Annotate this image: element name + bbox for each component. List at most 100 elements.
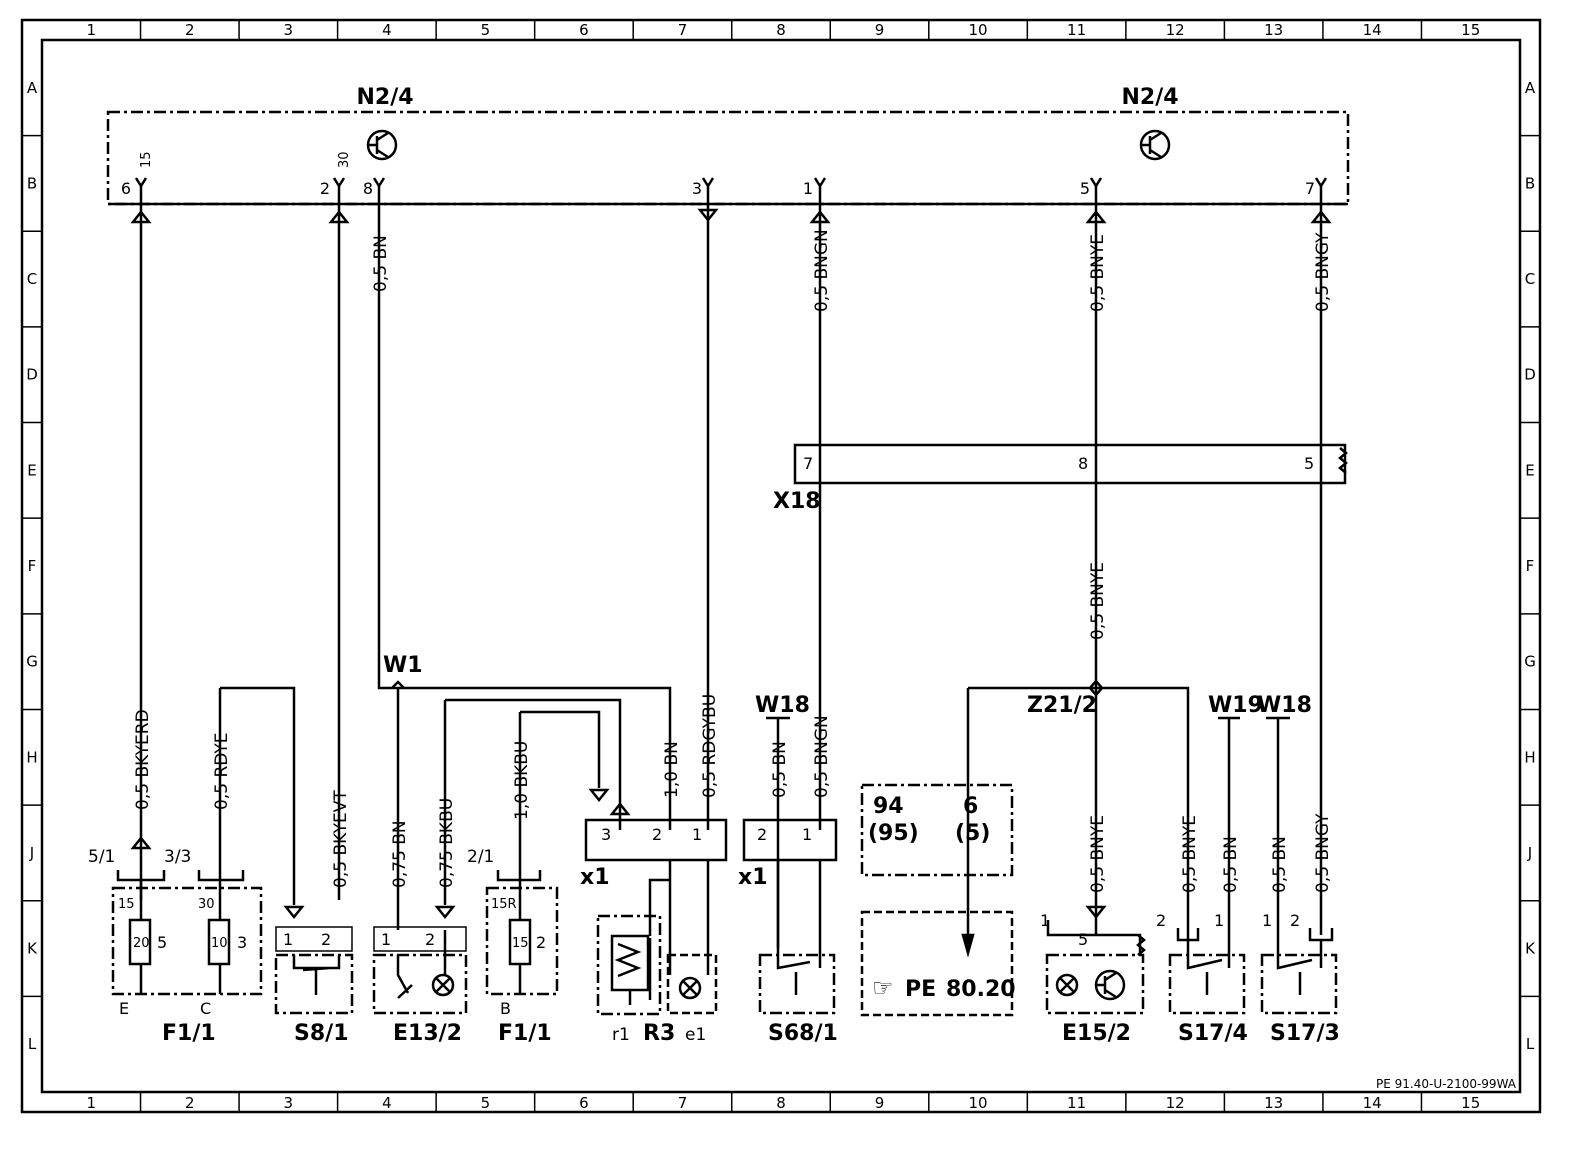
pe-ref-prefix: PE xyxy=(905,977,936,1002)
transistor-icon xyxy=(1094,969,1126,1001)
fuse-pin: 3 xyxy=(237,933,247,952)
grid-reference-marks: 1122334455667788991010111112121313141415… xyxy=(22,20,1540,1112)
component-label-f1-1: F1/1 xyxy=(498,1021,552,1046)
grid-label: 3 xyxy=(284,21,294,39)
wire-label: 0,5 BNGN xyxy=(812,715,832,798)
splice-w18: W18 xyxy=(1257,693,1312,718)
lamp-unit-e15-2 xyxy=(1045,953,1145,1015)
module-pin: 1 xyxy=(803,179,813,198)
grid-label: 10 xyxy=(969,21,988,39)
grid-label: G xyxy=(26,653,38,671)
pin-number: 2 xyxy=(1156,911,1166,930)
splice-w19: W19 xyxy=(1208,693,1263,718)
fuse-box-f1-1 xyxy=(111,886,263,996)
pin-ref: 5/1 xyxy=(88,847,115,867)
fuse-terminal: 15 xyxy=(118,897,135,912)
break-icon xyxy=(1338,447,1348,474)
module-pin: 7 xyxy=(1305,179,1315,198)
wire-label: 0,5 BKYEVT xyxy=(331,790,351,888)
wire-label: 0,5 BN xyxy=(371,235,391,292)
module-pin: 8 xyxy=(363,179,373,198)
pin-number: 1 xyxy=(1040,911,1050,930)
splice-w1: W1 xyxy=(383,653,423,678)
grid-label: K xyxy=(27,940,38,958)
grid-label: G xyxy=(1524,653,1536,671)
pin-number: 1 xyxy=(283,930,293,949)
grid-label: 2 xyxy=(185,1094,195,1112)
pin-number: 1 xyxy=(802,825,812,844)
grid-label: D xyxy=(26,366,38,384)
component-label-e15-2: E15/2 xyxy=(1062,1021,1131,1046)
connector-x1 xyxy=(742,818,838,862)
transistor-icon xyxy=(1139,129,1171,161)
grid-label: C xyxy=(27,270,37,288)
fuse-pin: 2 xyxy=(536,933,546,952)
drawing-reference: PE 91.40-U-2100-99WA xyxy=(1376,1077,1517,1091)
component-label-e13-2: E13/2 xyxy=(393,1021,462,1046)
lamp-e1 xyxy=(666,953,718,1015)
pin-number: 1 xyxy=(692,825,702,844)
grid-label: 8 xyxy=(776,1094,786,1112)
component-label-s17-3: S17/3 xyxy=(1270,1021,1340,1046)
grid-label: L xyxy=(28,1035,37,1053)
component-label-s17-4: S17/4 xyxy=(1178,1021,1248,1046)
grid-label: 14 xyxy=(1363,21,1382,39)
fuse-rating: 15 xyxy=(512,936,529,951)
wire-label: 0,5 BKYERD xyxy=(133,709,153,810)
grid-label: 7 xyxy=(678,1094,688,1112)
grid-label: 3 xyxy=(284,1094,294,1112)
grid-label: L xyxy=(1526,1035,1535,1053)
resistor-r3 xyxy=(596,914,662,1016)
connector-x1 xyxy=(584,818,728,862)
switch-s8-1 xyxy=(274,953,354,1015)
pin-number: 1 xyxy=(381,930,391,949)
switch-icon xyxy=(1176,928,1231,995)
reference-value: (95) xyxy=(868,821,919,846)
connector-pin: 5 xyxy=(1304,454,1314,473)
grid-label: K xyxy=(1525,940,1536,958)
grid-label: 11 xyxy=(1067,21,1086,39)
grid-label: F xyxy=(28,557,37,575)
grid-label: J xyxy=(1527,844,1532,862)
pin-number: 2 xyxy=(1290,911,1300,930)
grid-label: H xyxy=(1524,748,1535,766)
wire-label: 0,75 BN xyxy=(390,820,410,888)
wire-label: 0,5 BN xyxy=(1221,836,1241,893)
transistor-icon xyxy=(366,129,398,161)
fuse-rating: 20 xyxy=(133,936,150,951)
reference-box xyxy=(860,783,1014,877)
grid-label: E xyxy=(27,461,36,479)
fuse-terminal: 15R xyxy=(491,897,517,912)
fuse-terminal-letter: C xyxy=(200,999,211,1018)
pin-number: 2 xyxy=(321,930,331,949)
grid-label: 9 xyxy=(875,1094,885,1112)
module-n2-4 xyxy=(106,110,1350,206)
grid-label: 1 xyxy=(86,1094,96,1112)
grid-label: 4 xyxy=(382,21,392,39)
wire-label: 0,5 BNYE xyxy=(1088,234,1108,312)
pin-ref: 2/1 xyxy=(467,847,494,867)
grid-label: 4 xyxy=(382,1094,392,1112)
switch-s68-1 xyxy=(758,953,836,1015)
grid-label: J xyxy=(29,844,34,862)
grid-label: H xyxy=(26,748,37,766)
grid-label: 5 xyxy=(481,21,491,39)
fuse-pin: 5 xyxy=(157,933,167,952)
grid-label: 12 xyxy=(1166,21,1185,39)
pe-reference-box xyxy=(860,910,1014,1017)
wire-label: 0,5 RDGYBU xyxy=(700,694,720,798)
connector-pin: 8 xyxy=(1078,454,1088,473)
module-label-left: N2/4 xyxy=(356,85,413,110)
grid-label: 1 xyxy=(86,21,96,39)
connector-x18 xyxy=(793,443,1347,485)
splice-z21-2: Z21/2 xyxy=(1027,693,1097,718)
module-pin: 3 xyxy=(692,179,702,198)
grid-label: 14 xyxy=(1363,1094,1382,1112)
wire-arrows xyxy=(130,208,1332,958)
grid-label: 6 xyxy=(579,21,589,39)
component-label-s68-1: S68/1 xyxy=(768,1021,838,1046)
switch-icon xyxy=(776,860,822,995)
component-label-f1-1: F1/1 xyxy=(162,1021,216,1046)
grid-label: 2 xyxy=(185,21,195,39)
